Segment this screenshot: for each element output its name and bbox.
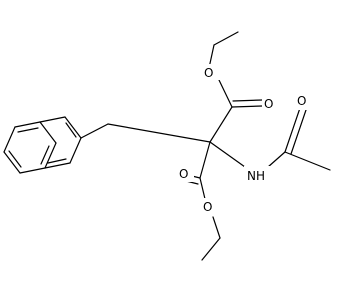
bond-ch2-quaternary — [107, 123, 211, 143]
atom-o-carbonyl-top: O — [264, 97, 273, 111]
double-bond-inner — [65, 122, 77, 138]
bond — [14, 121, 41, 128]
atom-o-ester-bottom: O — [203, 200, 212, 214]
bond — [199, 177, 206, 200]
bond — [284, 151, 331, 171]
bond — [209, 106, 233, 143]
bond — [267, 151, 286, 168]
double-bond — [290, 109, 307, 155]
bond — [3, 126, 16, 153]
naphthalene-ring — [3, 116, 82, 174]
ester-top — [208, 31, 263, 143]
double-bond — [232, 99, 263, 102]
double-bond — [284, 107, 301, 153]
bond — [19, 167, 46, 174]
bond — [69, 137, 82, 164]
bond — [44, 142, 57, 169]
double-bond-inner — [40, 145, 50, 165]
bond — [209, 141, 246, 168]
bond — [3, 151, 21, 174]
atom-o-ester-top: O — [204, 66, 213, 80]
double-bond-inner — [47, 158, 67, 164]
double-bond-inner — [8, 150, 22, 168]
bond — [218, 79, 233, 108]
bond — [199, 141, 211, 179]
bond — [64, 116, 82, 139]
acetamide — [209, 107, 331, 171]
atom-o-carbonyl-bottom: O — [179, 167, 188, 181]
atom-o-amide: O — [297, 94, 306, 108]
double-bond-inner — [17, 127, 39, 133]
bond — [44, 162, 71, 169]
bond — [213, 31, 239, 46]
bond-aryl-ch2 — [80, 123, 109, 139]
double-bond — [231, 105, 263, 108]
bond — [39, 121, 57, 144]
bond — [39, 116, 66, 123]
atom-nh: NH — [247, 169, 265, 183]
bond — [212, 216, 221, 239]
bond — [201, 237, 221, 261]
